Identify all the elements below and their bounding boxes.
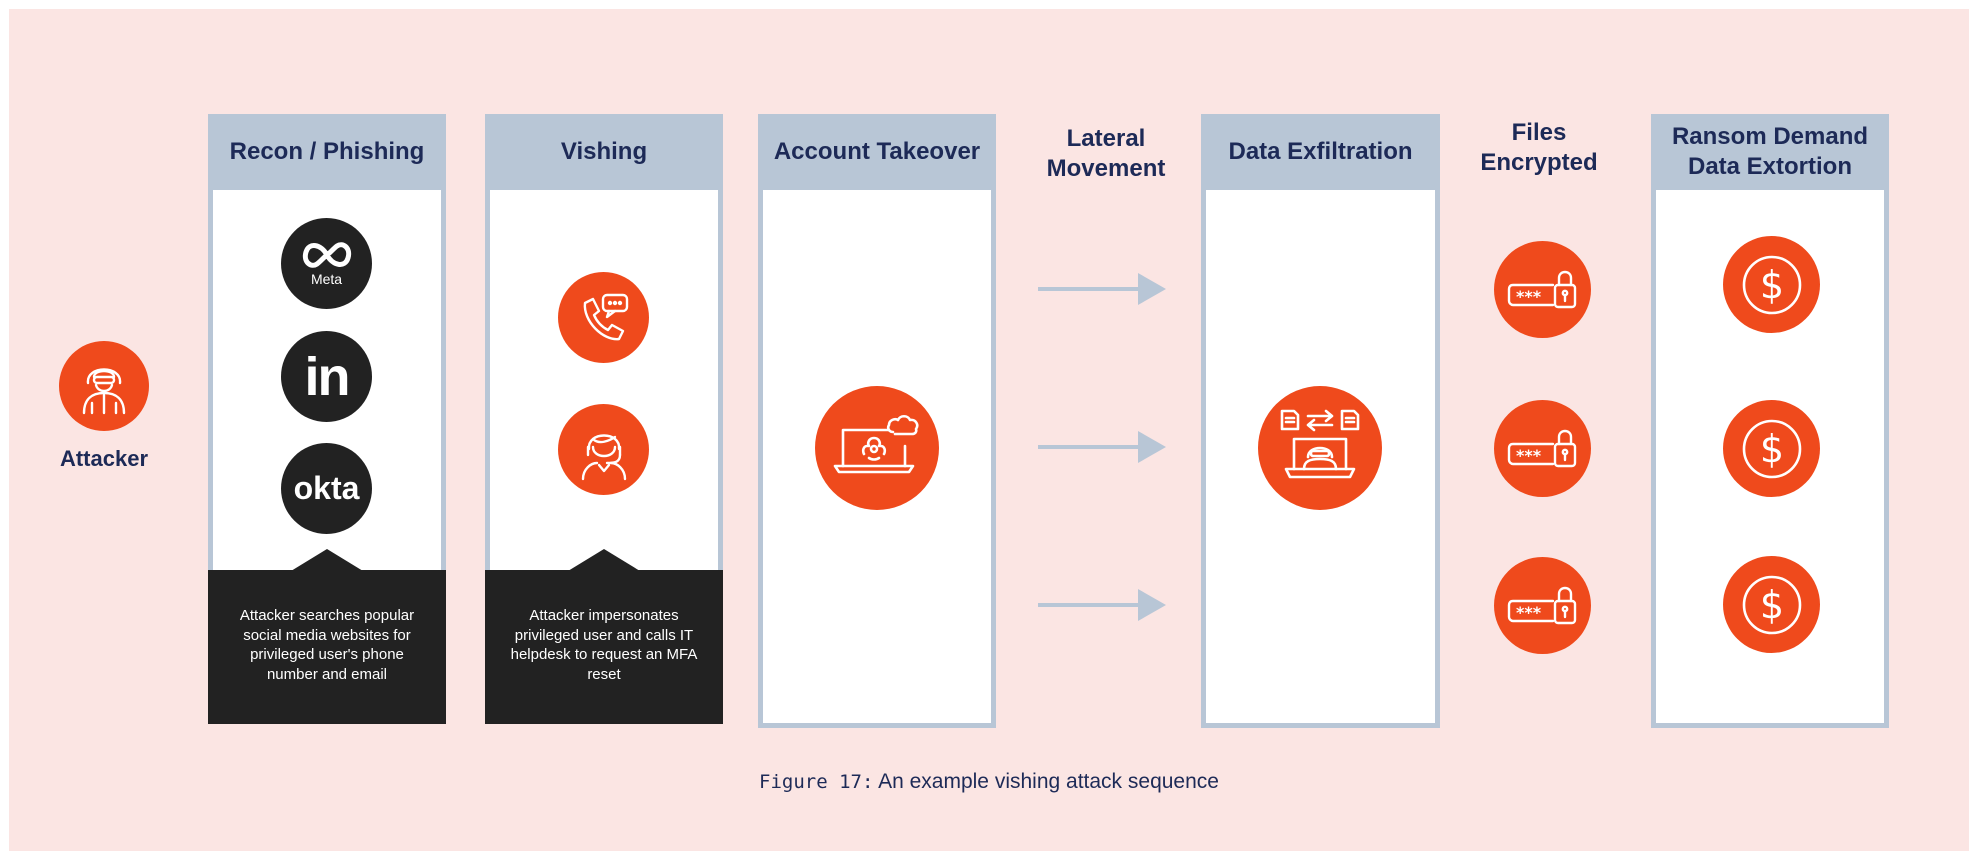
attacker-label: Attacker	[59, 446, 149, 471]
right-arrow-icon	[1038, 589, 1166, 621]
svg-text:***: ***	[1516, 446, 1542, 465]
svg-text:***: ***	[1516, 603, 1542, 622]
svg-text:***: ***	[1516, 287, 1542, 306]
column-vishing-title: Vishing	[485, 114, 723, 190]
column-ransom-demand-title: Ransom Demand Data Extortion	[1651, 114, 1889, 190]
linkedin-logo-text: in	[304, 346, 351, 407]
vishing-caption-pointer	[568, 549, 640, 571]
svg-text:$: $	[1759, 263, 1783, 307]
dollar-coin-icon: $	[1723, 236, 1820, 333]
phone-chat-icon	[558, 272, 649, 363]
dollar-coin-icon: $	[1723, 400, 1820, 497]
laptop-data-transfer-icon	[1258, 386, 1382, 510]
figure-caption-text: An example vishing attack sequence	[878, 770, 1219, 793]
password-lock-icon: ***	[1494, 241, 1591, 338]
meta-logo: Meta	[281, 218, 372, 309]
meta-logo-text: Meta	[310, 271, 343, 287]
right-arrow-icon	[1038, 273, 1166, 305]
okta-logo-text: okta	[293, 470, 360, 506]
figure-caption: Figure 17: An example vishing attack seq…	[0, 770, 1978, 794]
vishing-caption: Attacker impersonates privileged user an…	[485, 570, 723, 724]
okta-logo: okta	[281, 443, 372, 534]
column-account-takeover-title: Account Takeover	[758, 114, 996, 190]
right-arrow-icon	[1038, 431, 1166, 463]
column-data-exfiltration-title: Data Exfiltration	[1201, 114, 1440, 190]
linkedin-logo: in	[281, 331, 372, 422]
password-lock-icon: ***	[1494, 400, 1591, 497]
infected-laptop-cloud-icon	[815, 386, 939, 510]
files-encrypted-title: Files Encrypted	[1480, 119, 1598, 176]
recon-caption: Attacker searches popular social media w…	[208, 570, 446, 724]
dollar-coin-icon: $	[1723, 556, 1820, 653]
column-recon-phishing-title: Recon / Phishing	[208, 114, 446, 190]
support-agent-icon	[558, 404, 649, 495]
password-lock-icon: ***	[1494, 557, 1591, 654]
lateral-movement-title: Lateral Movement	[1046, 125, 1166, 182]
svg-text:$: $	[1759, 583, 1783, 627]
meta-infinity-icon	[302, 242, 351, 268]
svg-text:$: $	[1759, 427, 1783, 471]
figure-caption-prefix: Figure 17:	[759, 771, 874, 793]
attacker-icon	[59, 341, 149, 431]
recon-caption-pointer	[291, 549, 363, 571]
